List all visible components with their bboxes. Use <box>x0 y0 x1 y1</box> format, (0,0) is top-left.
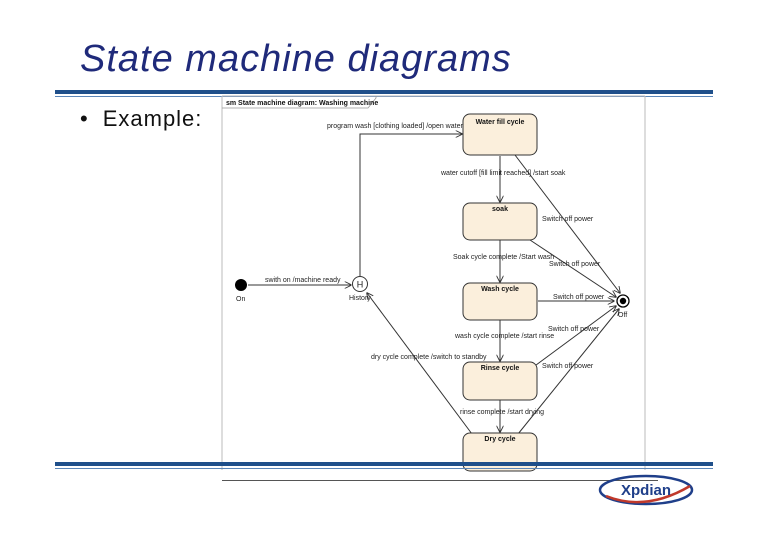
label-history-fill: program wash [clothing loaded] /open wat… <box>327 123 463 130</box>
logo-text: Xpdian <box>621 482 671 499</box>
label-power-rinse: Switch off power <box>548 326 600 333</box>
diagram-frame: sm State machine diagram: Washing machin… <box>221 95 646 470</box>
state-wash-label: Wash cycle <box>481 286 519 293</box>
logo-swoosh <box>605 484 691 504</box>
slide-title: State machine diagrams <box>80 38 512 80</box>
label-soak-wash: Soak cycle complete /Start wash <box>453 254 554 261</box>
label-rinse-dry: rinse complete /start drying <box>460 409 544 416</box>
final-node-core <box>619 297 627 305</box>
frame-label: sm State machine diagram: Washing machin… <box>226 100 378 107</box>
logo-ring <box>598 474 694 506</box>
state-dry-label: Dry cycle <box>484 436 515 443</box>
initial-label: On <box>236 296 245 303</box>
transition-power-rinse <box>531 306 616 369</box>
initial-node <box>235 279 247 291</box>
footer-divider <box>222 480 658 481</box>
history-glyph: H <box>357 280 364 290</box>
label-power-soak: Switch off power <box>549 261 601 268</box>
state-wash <box>462 282 538 321</box>
label-power-fill: Switch off power <box>542 216 594 223</box>
state-water-fill-label: Water fill cycle <box>476 119 525 126</box>
transition-power-soak <box>526 237 616 297</box>
state-soak <box>462 202 538 241</box>
bullet-item: •Example: <box>80 106 203 131</box>
state-rinse <box>462 361 538 401</box>
state-dry <box>462 432 538 472</box>
footer-rule <box>55 462 713 469</box>
history-label: History <box>349 295 371 302</box>
transition-power-dry <box>517 309 619 435</box>
transition-dry-history <box>367 293 473 435</box>
label-fill-soak: water cutoff [fill limit reached] /start… <box>440 170 566 177</box>
label-wash-rinse: wash cycle complete /start rinse <box>454 333 554 340</box>
label-power-wash: Switch off power <box>553 294 605 301</box>
transition-history-fill <box>359 134 462 276</box>
history-node <box>352 276 368 292</box>
transition-power-fill <box>514 154 620 293</box>
state-rinse-label: Rinse cycle <box>481 365 520 372</box>
final-label: Off <box>618 312 627 319</box>
xpdian-logo: Xpdian <box>598 474 694 506</box>
state-water-fill <box>462 113 538 156</box>
label-power-dry: Switch off power <box>542 363 594 370</box>
bullet-text: Example: <box>102 106 203 131</box>
label-dry-history: dry cycle complete /switch to standby <box>371 354 487 361</box>
state-soak-label: soak <box>492 206 508 213</box>
label-on-history: swith on /machine ready <box>265 277 341 284</box>
